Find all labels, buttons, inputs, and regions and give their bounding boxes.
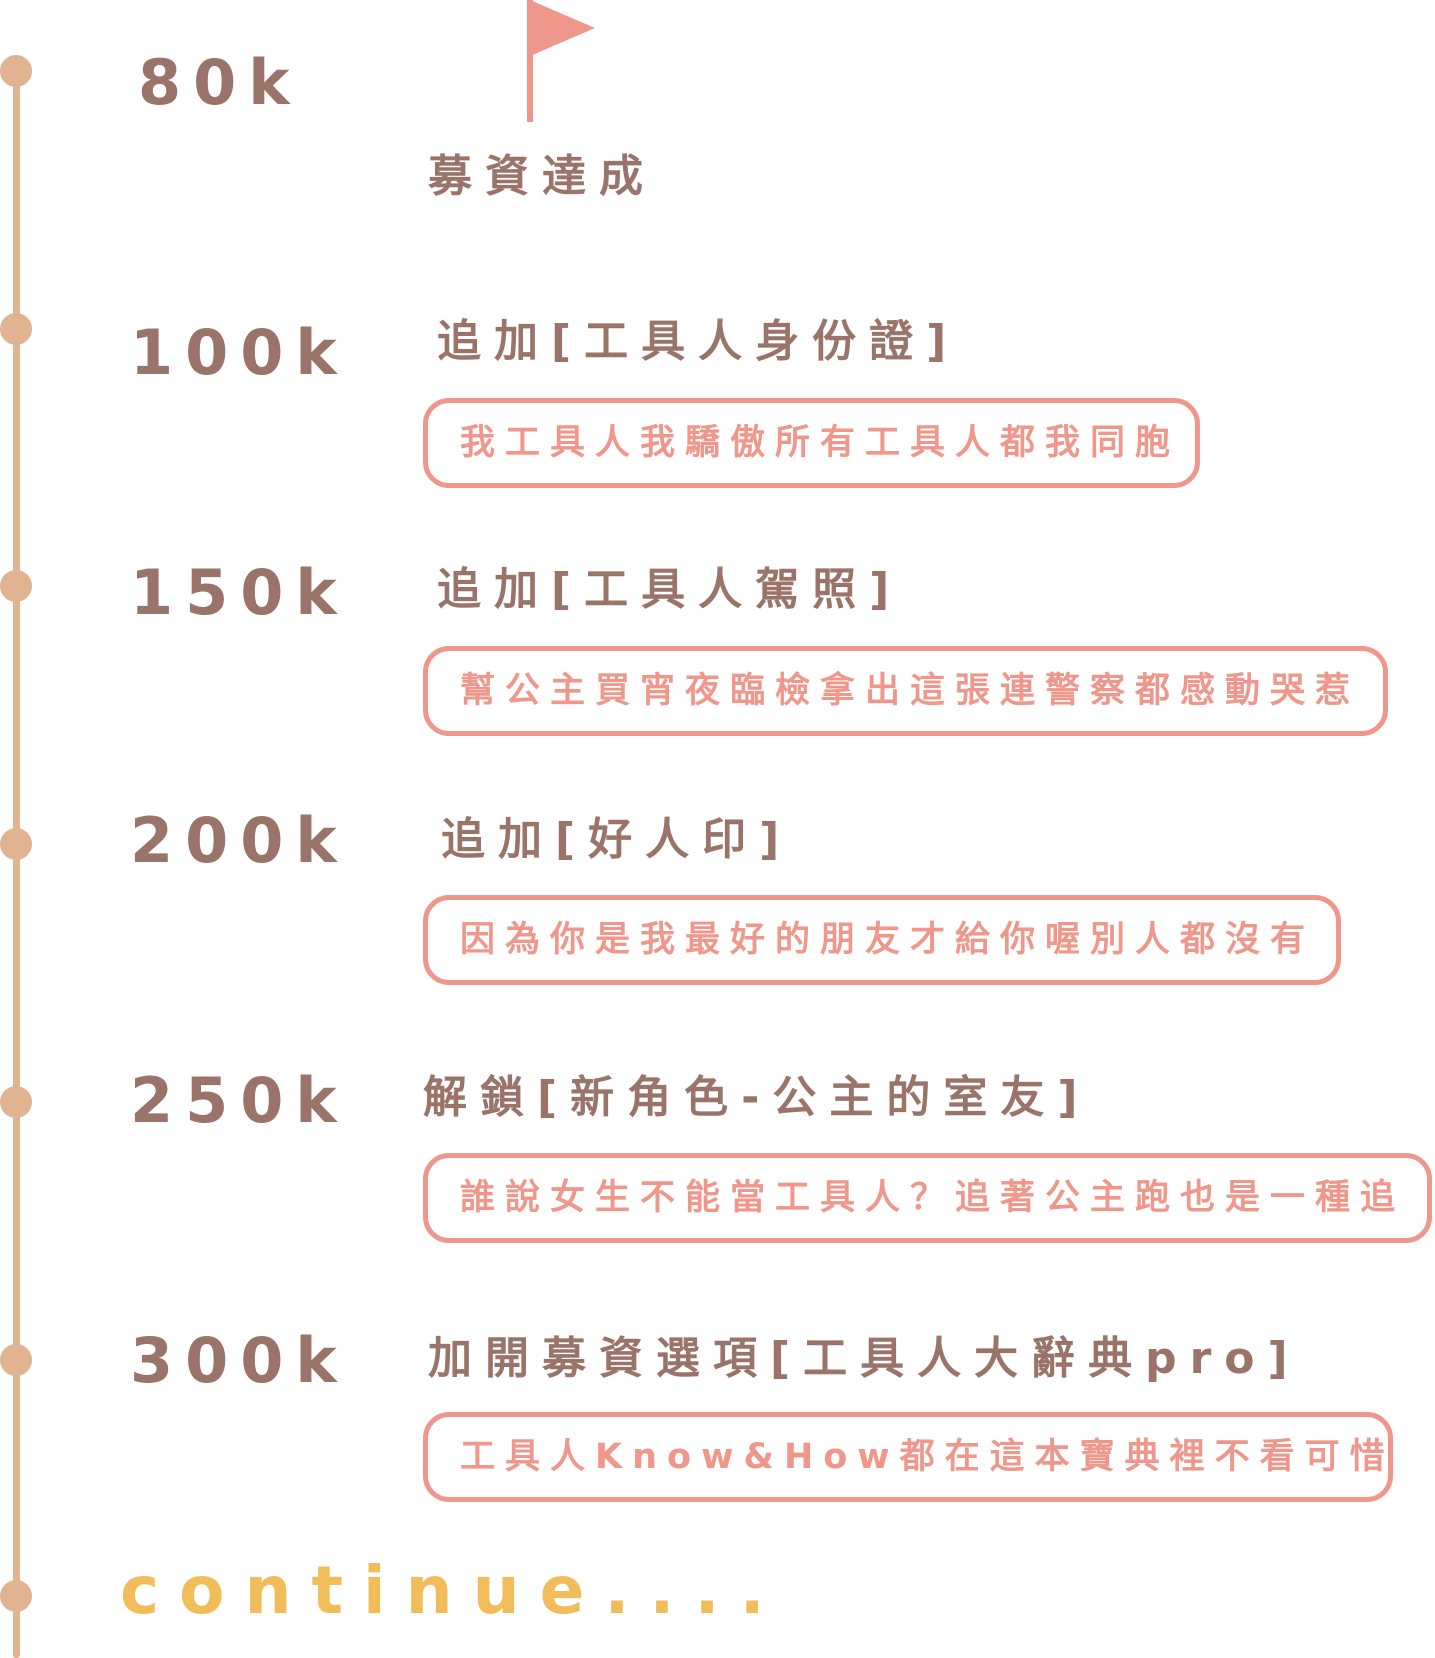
flag-icon xyxy=(527,0,597,129)
timeline-dot xyxy=(0,55,32,87)
timeline-dot xyxy=(0,1344,32,1376)
milestone-description: 我工具人我驕傲所有工具人都我同胞 xyxy=(460,422,1181,463)
milestone-description-box: 工具人Know&How都在這本寶典裡不看可惜 xyxy=(423,1412,1393,1502)
milestone-title: 追加[工具人駕照] xyxy=(437,564,903,615)
milestone-description: 誰說女生不能當工具人？追著公主跑也是一種追 xyxy=(460,1177,1406,1218)
milestone-amount: 100k xyxy=(130,316,349,389)
milestone-description-box: 誰說女生不能當工具人？追著公主跑也是一種追 xyxy=(423,1153,1432,1243)
milestone-amount: 80k xyxy=(138,46,302,119)
milestone-description-box: 幫公主買宵夜臨檢拿出這張連警察都感動哭惹 xyxy=(423,646,1388,736)
milestone-amount: 200k xyxy=(130,804,349,877)
timeline-dot xyxy=(0,1086,32,1118)
milestone-description: 幫公主買宵夜臨檢拿出這張連警察都感動哭惹 xyxy=(460,670,1361,711)
continue-label: continue.... xyxy=(120,1552,785,1629)
milestone-description-box: 我工具人我驕傲所有工具人都我同胞 xyxy=(423,398,1200,488)
milestone-amount: 300k xyxy=(130,1324,349,1397)
milestone-description-box: 因為你是我最好的朋友才給你喔別人都沒有 xyxy=(423,895,1341,985)
milestone-amount: 250k xyxy=(130,1064,349,1137)
milestone-description: 因為你是我最好的朋友才給你喔別人都沒有 xyxy=(460,919,1316,960)
milestone-description: 工具人Know&How都在這本寶典裡不看可惜 xyxy=(460,1436,1393,1477)
timeline-dot xyxy=(0,1580,32,1612)
timeline-dot xyxy=(0,828,32,860)
milestone-title: 追加[好人印] xyxy=(441,814,793,865)
milestone-title: 解鎖[新角色-公主的室友] xyxy=(423,1072,1091,1123)
milestone-title: 募資達成 xyxy=(428,151,656,202)
timeline-dot xyxy=(0,313,32,345)
milestone-amount: 150k xyxy=(130,556,349,629)
milestone-title: 加開募資選項[工具人大辭典pro] xyxy=(428,1333,1301,1384)
timeline-dot xyxy=(0,570,32,602)
milestone-title: 追加[工具人身份證] xyxy=(437,316,960,367)
